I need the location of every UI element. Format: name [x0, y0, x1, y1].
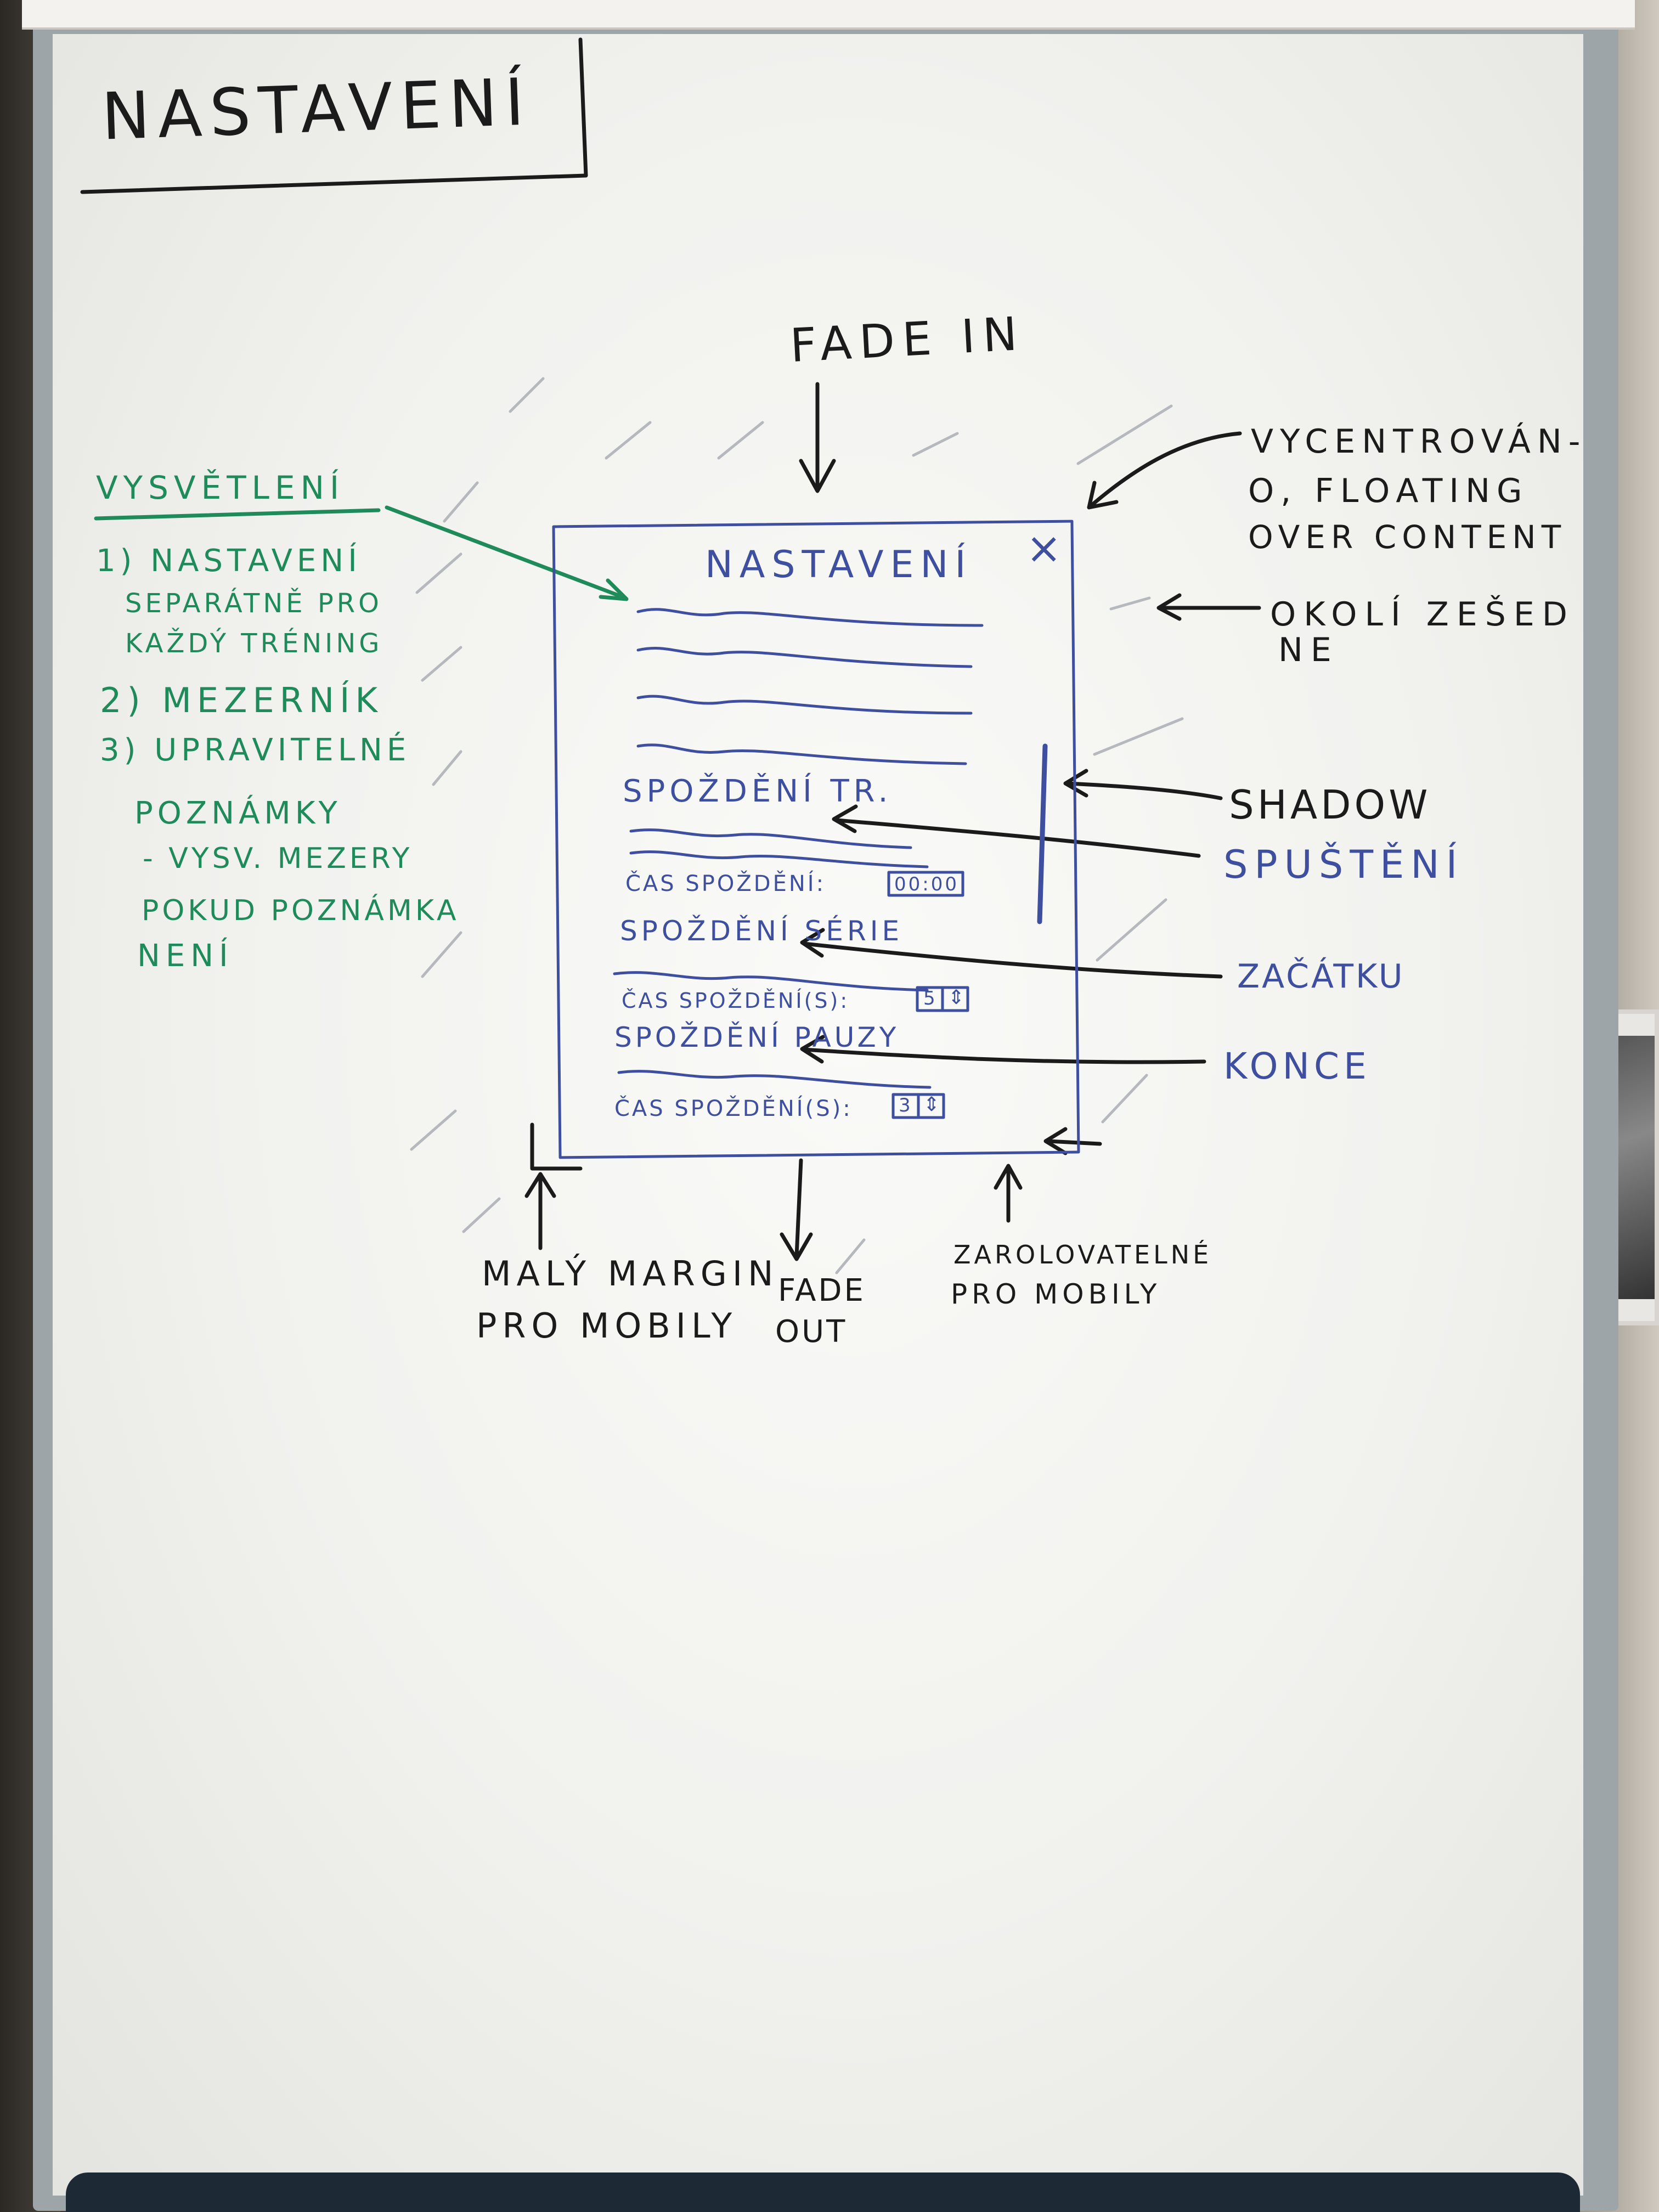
title-box [80, 37, 588, 194]
small-margin-label-2: PRO MOBILY [476, 1306, 738, 1346]
section-delay-series-label: SPOŽDĚNÍ SÉRIE [620, 915, 904, 947]
delay-training-time-label: ČAS SPOŽDĚNÍ: [625, 871, 826, 896]
scrollable-label-2: PRO MOBILY [951, 1278, 1161, 1310]
section-delay-pause-label: SPOŽDĚNÍ PAUZY [614, 1022, 900, 1053]
grey-shading [410, 377, 1184, 1274]
placeholder-line-4 [636, 743, 967, 765]
close-icon[interactable]: × [1026, 524, 1062, 573]
explanation-arrow [385, 505, 629, 601]
explanation-heading: VYSVĚTLENÍ [96, 469, 345, 506]
centered-label-2: O, FLOATING [1248, 472, 1529, 510]
spusteni-label: SPUŠTĚNÍ [1223, 842, 1464, 887]
margin-bracket [530, 1122, 583, 1171]
explanation-line-7: - VYSV. MEZERY [143, 842, 413, 875]
delay-series-time-label: ČAS SPOŽDĚNÍ(S): [622, 989, 850, 1013]
explanation-line-6: POZNÁMKY [134, 795, 342, 831]
dialog-title: NASTAVENÍ [705, 543, 973, 586]
explanation-underline [94, 508, 381, 521]
delay-pause-stepper-icon[interactable]: ⇕ [923, 1093, 940, 1116]
delay-series-time-input[interactable]: 5 [923, 988, 935, 1009]
placeholder-line-6 [629, 850, 929, 868]
placeholder-line-5 [629, 828, 912, 849]
scrollbar [1037, 743, 1048, 924]
spusteni-arrow [832, 804, 1201, 858]
placeholder-line-2 [636, 647, 973, 668]
delay-pause-time-label: ČAS SPOŽDĚNÍ(S): [614, 1096, 853, 1121]
small-margin-label-1: MALÝ MARGIN [482, 1254, 779, 1294]
greyed-label-1: OKOLÍ ZEŠED [1270, 595, 1575, 634]
time-input-1 [887, 871, 964, 897]
flipchart-top-edge [22, 0, 1635, 30]
fade-in-arrow [799, 382, 836, 493]
explanation-line-4: 2) MEZERNÍK [100, 680, 383, 720]
shadow-arrow [1063, 769, 1223, 800]
placeholder-line-7 [613, 971, 929, 992]
margin-arrow [524, 1172, 556, 1250]
delay-training-time-input[interactable]: 00:00 [894, 873, 959, 895]
fade-out-label-1: FADE [778, 1273, 866, 1308]
marker-tray [66, 2172, 1580, 2212]
explanation-line-2: SEPARÁTNĚ PRO [125, 588, 382, 619]
explanation-line-9: NENÍ [137, 938, 234, 974]
konce-arrow [800, 1035, 1206, 1064]
greyed-arrow [1156, 593, 1261, 621]
scrollable-arrow [994, 1164, 1023, 1223]
fade-out-label-2: OUT [775, 1314, 848, 1350]
centered-label-1: VYCENTROVÁN- [1251, 422, 1587, 461]
section-delay-training-label: SPOŽDĚNÍ TR. [623, 774, 893, 809]
zacatku-label: ZAČÁTKU [1237, 957, 1405, 996]
centered-arrow [1087, 431, 1242, 510]
explanation-line-1: 1) NASTAVENÍ [96, 543, 362, 579]
page-title: NASTAVENÍ [100, 64, 533, 155]
placeholder-line-3 [636, 695, 973, 715]
fade-out-arrow [780, 1158, 813, 1261]
delay-series-stepper-icon[interactable]: ⇕ [948, 986, 965, 1009]
greyed-label-2: NE [1278, 631, 1339, 669]
delay-pause-time-input[interactable]: 3 [899, 1094, 911, 1116]
centered-label-3: OVER CONTENT [1248, 518, 1567, 556]
scrollable-label-1: ZAROLOVATELNÉ [953, 1240, 1212, 1269]
shadow-label: SHADOW [1229, 782, 1431, 828]
explanation-line-8: POKUD POZNÁMKA [142, 894, 460, 927]
explanation-line-5: 3) UPRAVITELNÉ [100, 732, 411, 768]
placeholder-line-1 [636, 608, 984, 627]
corner-arrow [1043, 1127, 1102, 1155]
konce-label: KONCE [1223, 1045, 1371, 1087]
zacatku-arrow [800, 928, 1223, 979]
dialog-box [552, 520, 1080, 1159]
placeholder-line-8 [617, 1070, 932, 1089]
explanation-line-3: KAŽDÝ TRÉNING [125, 628, 383, 659]
